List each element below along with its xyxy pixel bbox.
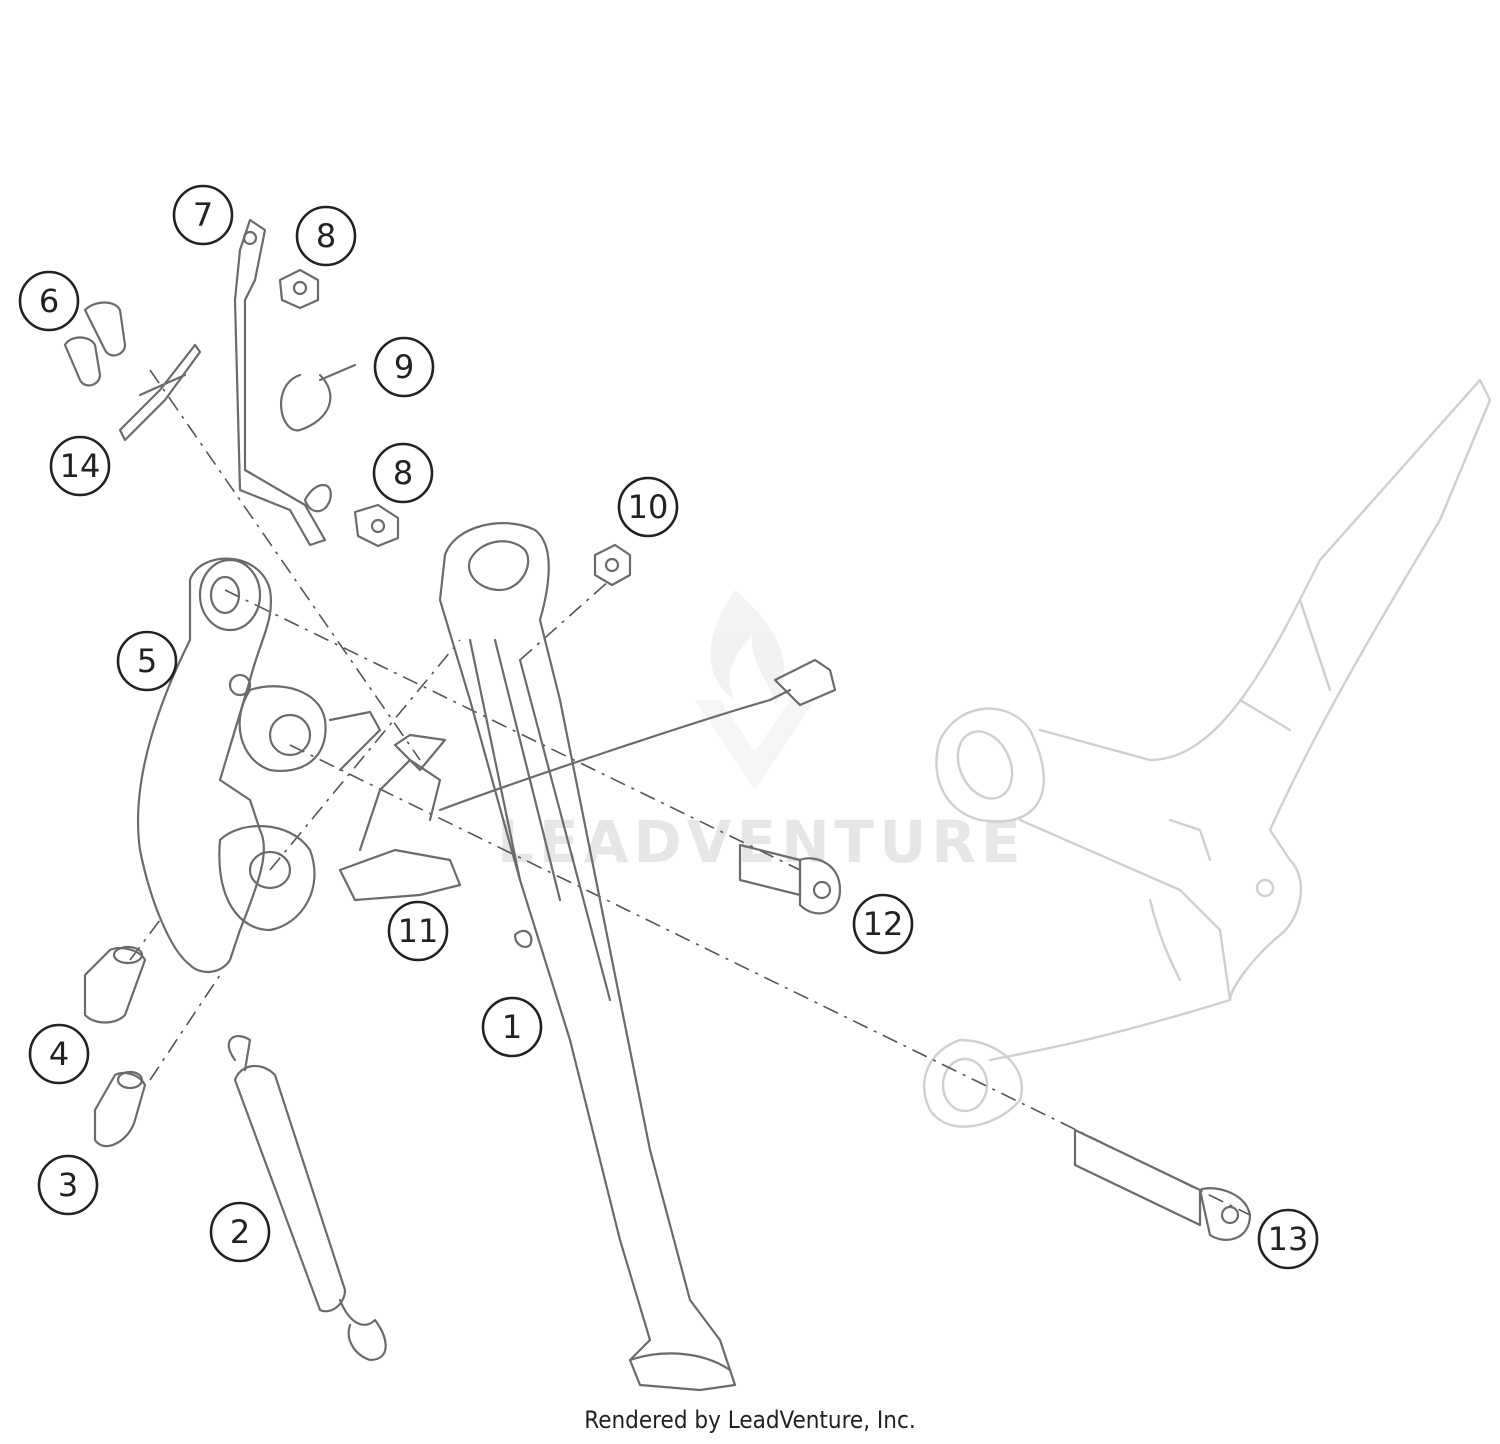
nut-right [593, 543, 632, 587]
callout-9[interactable]: 9 [373, 336, 435, 398]
svg-text:10: 10 [628, 488, 669, 526]
svg-text:9: 9 [394, 348, 414, 386]
nut-lower [353, 503, 400, 548]
svg-text:7: 7 [193, 196, 213, 234]
callout-6[interactable]: 6 [18, 270, 80, 332]
assembly-lines [129, 369, 1251, 1216]
svg-text:13: 13 [1268, 1220, 1309, 1258]
callout-7[interactable]: 7 [172, 184, 234, 246]
svg-text:14: 14 [60, 447, 101, 485]
callout-1[interactable]: 1 [481, 996, 543, 1058]
callout-11[interactable]: 11 [387, 900, 449, 962]
bushing-lower [93, 1070, 147, 1148]
stand-bracket [136, 557, 382, 973]
svg-text:6: 6 [39, 282, 59, 320]
cable-bracket [233, 218, 332, 547]
bolt-long [1073, 1128, 1252, 1241]
callout-8a[interactable]: 8 [295, 205, 357, 267]
side-stand-switch [338, 658, 837, 902]
callout-10[interactable]: 10 [617, 476, 679, 538]
callout-12[interactable]: 12 [852, 893, 914, 955]
svg-text:2: 2 [230, 1213, 250, 1251]
spring [227, 1035, 387, 1362]
footrest-bracket [922, 378, 1492, 1128]
bolt-medium [738, 843, 842, 915]
callout-8b[interactable]: 8 [372, 442, 434, 504]
clip [118, 343, 202, 442]
callout-5[interactable]: 5 [116, 630, 178, 692]
svg-text:8: 8 [393, 454, 413, 492]
svg-text:5: 5 [137, 642, 157, 680]
bushing-upper [83, 945, 147, 1024]
footer-credit: Rendered by LeadVenture, Inc. [584, 1406, 916, 1434]
svg-text:8: 8 [316, 217, 336, 255]
watermark-text: LEADVENTURE [497, 808, 1026, 876]
cable-tie [279, 363, 357, 432]
callout-2[interactable]: 2 [209, 1201, 271, 1263]
callout-14[interactable]: 14 [49, 435, 111, 497]
nut-upper [278, 268, 320, 310]
bolt-pair [63, 301, 127, 387]
svg-text:11: 11 [398, 912, 439, 950]
svg-text:3: 3 [58, 1166, 78, 1204]
callout-3[interactable]: 3 [37, 1154, 99, 1216]
callout-4[interactable]: 4 [28, 1023, 90, 1085]
svg-text:12: 12 [863, 905, 904, 943]
callout-13[interactable]: 13 [1257, 1208, 1319, 1270]
watermark-logo [695, 590, 815, 790]
side-stand [438, 522, 737, 1392]
svg-text:1: 1 [502, 1008, 522, 1046]
svg-text:4: 4 [49, 1035, 69, 1073]
